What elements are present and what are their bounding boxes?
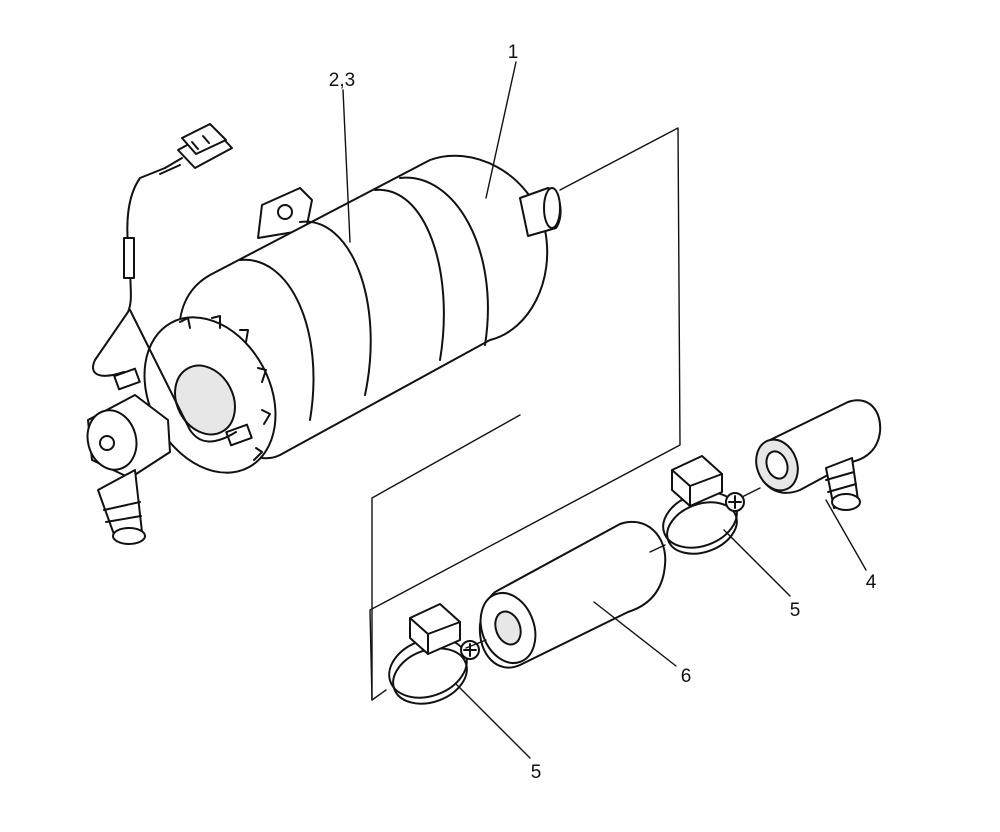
- pump-outlet-nipple: [519, 187, 562, 237]
- assembly-centerlines: [465, 487, 761, 649]
- wire-connector: [177, 123, 233, 169]
- callout-labels: 1 2,3 4 5 6 5: [329, 42, 877, 783]
- callout-part-6: 6: [681, 666, 692, 687]
- fuel-hose: [478, 520, 667, 669]
- leader-lines: [342, 61, 867, 759]
- callout-part-5-upper: 5: [790, 600, 801, 621]
- callout-part-4: 4: [866, 572, 877, 593]
- callout-part-1: 1: [508, 42, 519, 63]
- bracket-hole: [277, 204, 293, 220]
- callout-part-2-3: 2,3: [329, 70, 355, 91]
- pump-terminals: [113, 367, 253, 447]
- band-line-4: [239, 258, 315, 421]
- callout-part-5-lower: 5: [531, 762, 542, 783]
- hose-clamp-upper: [662, 455, 745, 555]
- hose-clamp-lower: [388, 603, 480, 705]
- wiring-harness: [92, 157, 237, 443]
- fuel-pump-assembly: [86, 123, 562, 545]
- band-line-1: [299, 220, 372, 396]
- exploded-view-frame: [369, 127, 681, 701]
- band-line-3: [399, 176, 489, 346]
- band-line-2: [374, 188, 445, 361]
- inlet-hex-fitting: [86, 394, 171, 545]
- elbow-fitting: [755, 399, 882, 511]
